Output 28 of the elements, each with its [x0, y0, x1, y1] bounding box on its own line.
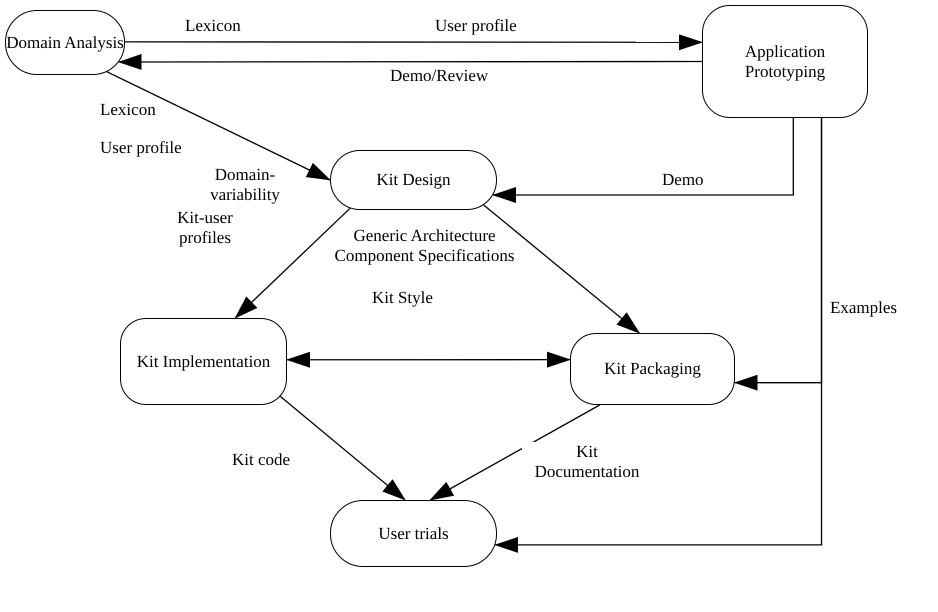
arrow	[494, 118, 822, 553]
arrow	[234, 208, 350, 319]
annotation-text: User profile	[100, 138, 182, 158]
process-box	[120, 318, 287, 405]
node-label: Domain Analysis	[6, 32, 124, 52]
annotation-text: Kit-user profiles	[176, 208, 234, 248]
node-label: Application Prototyping	[744, 42, 826, 82]
node-label: Kit Design	[376, 170, 451, 190]
process-box	[702, 5, 868, 118]
arrow	[429, 404, 600, 501]
process-box	[5, 10, 125, 75]
annotation-text: Generic Architecture Component Specifications	[334, 226, 516, 266]
annotation-text: Kit Style	[372, 288, 433, 308]
arrow	[483, 204, 640, 334]
arrow	[125, 34, 703, 50]
process-box	[330, 150, 497, 210]
node-label: Kit Implementation	[136, 352, 270, 372]
arrow	[280, 396, 406, 501]
node-label: User trials	[378, 524, 449, 544]
arrow	[118, 54, 702, 70]
arrow	[286, 352, 571, 368]
edge-label: Examples	[830, 298, 898, 318]
node-label: Kit Packaging	[604, 359, 701, 379]
arrow	[106, 71, 331, 181]
annotation-text: Domain-variability	[209, 165, 281, 204]
annotation-text: User profile	[435, 16, 517, 36]
arrow	[492, 118, 794, 203]
process-box	[570, 333, 735, 405]
